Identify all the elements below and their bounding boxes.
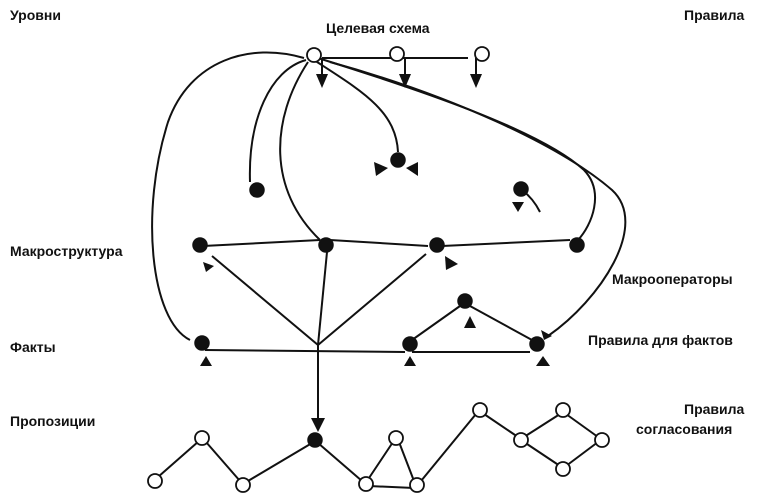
proposition-node-active bbox=[307, 432, 323, 448]
fact-node-2 bbox=[402, 336, 418, 352]
prop-link bbox=[205, 441, 241, 482]
proposition-node bbox=[235, 477, 251, 493]
proposition-node bbox=[358, 476, 374, 492]
proposition-node bbox=[555, 402, 571, 418]
macro-link bbox=[329, 239, 429, 247]
propositions-label: Пропозиции bbox=[10, 413, 95, 429]
prop-link bbox=[420, 413, 477, 482]
proposition-node bbox=[513, 432, 529, 448]
arrowhead bbox=[374, 162, 388, 176]
arrowhead bbox=[512, 202, 524, 212]
proposition-node bbox=[555, 461, 571, 477]
arrowhead bbox=[406, 162, 418, 176]
upper-node-left bbox=[249, 182, 265, 198]
prop-link bbox=[157, 440, 200, 478]
proposition-node bbox=[147, 473, 163, 489]
fact-rule-edges bbox=[411, 305, 533, 341]
prop-link bbox=[368, 485, 415, 489]
prop-link bbox=[565, 441, 599, 467]
facts-line bbox=[204, 349, 406, 353]
nodes bbox=[147, 46, 610, 493]
arrowhead bbox=[399, 74, 411, 88]
prop-link bbox=[317, 442, 363, 482]
proposition-node bbox=[194, 430, 210, 446]
prop-link bbox=[483, 413, 519, 438]
goal-schema-label: Целевая схема bbox=[326, 20, 430, 36]
levels-header: Уровни bbox=[10, 7, 61, 23]
fact-node-1 bbox=[194, 335, 210, 351]
arrowhead bbox=[470, 74, 482, 88]
macrostructure-edges bbox=[202, 239, 571, 247]
fact-rules-label: Правила для фактов bbox=[588, 332, 733, 348]
prop-link bbox=[565, 413, 599, 438]
arrowhead bbox=[464, 316, 476, 328]
prop-link bbox=[247, 442, 313, 482]
facts-label: Факты bbox=[10, 339, 56, 355]
upper-node-center bbox=[390, 152, 406, 168]
fact-rule-node-top bbox=[457, 293, 473, 309]
rules-header: Правила bbox=[684, 7, 745, 23]
macro-link bbox=[202, 239, 321, 247]
arrowhead bbox=[536, 356, 550, 366]
proposition-node bbox=[594, 432, 610, 448]
proposition-node bbox=[409, 477, 425, 493]
macro-node-1 bbox=[192, 237, 208, 253]
hub-edges bbox=[204, 251, 530, 426]
schema-node-top bbox=[306, 47, 322, 63]
agreement-rules-label-line1: Правила bbox=[684, 401, 745, 417]
hub-to-macro-3 bbox=[317, 253, 427, 346]
agreement-rules-label-line2: согласования bbox=[636, 421, 732, 437]
curve-to-macro-node-4 bbox=[317, 57, 596, 241]
fact-node-3 bbox=[529, 336, 545, 352]
hub-to-macro-2 bbox=[317, 251, 328, 346]
fact-rule-link bbox=[469, 305, 533, 341]
arrowheads bbox=[200, 74, 552, 432]
macro-node-3 bbox=[429, 237, 445, 253]
schema-node-mid bbox=[389, 46, 405, 62]
proposition-edges bbox=[157, 413, 599, 489]
hub-to-macro-1 bbox=[211, 255, 319, 346]
prop-link bbox=[523, 441, 561, 467]
prop-link bbox=[368, 441, 394, 479]
arrowhead bbox=[200, 356, 212, 366]
curve-to-center-node bbox=[313, 59, 399, 153]
prop-link bbox=[523, 413, 561, 438]
curve-to-fact-rule-node bbox=[329, 61, 627, 337]
arrowhead bbox=[404, 356, 416, 366]
macro-node-4 bbox=[569, 237, 585, 253]
upper-node-right bbox=[513, 181, 529, 197]
macrooperators-label: Макрооператоры bbox=[612, 271, 733, 287]
schema-curves bbox=[151, 51, 627, 341]
arrowhead bbox=[311, 418, 325, 432]
prop-link bbox=[398, 441, 415, 482]
curve-to-upper-left-node bbox=[248, 59, 307, 183]
fact-rule-link bbox=[411, 305, 461, 341]
proposition-node bbox=[388, 430, 404, 446]
curve-to-macro-node-2 bbox=[279, 61, 321, 241]
curve-to-facts-left bbox=[151, 51, 305, 341]
arrowhead bbox=[203, 262, 214, 272]
macro-link bbox=[441, 239, 571, 247]
schema-node-right bbox=[474, 46, 490, 62]
macrostructure-label: Макроструктура bbox=[10, 243, 123, 259]
macro-node-2 bbox=[318, 237, 334, 253]
proposition-node bbox=[472, 402, 488, 418]
arrowhead bbox=[445, 256, 458, 270]
arrowhead bbox=[541, 330, 552, 340]
arrowhead bbox=[316, 74, 328, 88]
